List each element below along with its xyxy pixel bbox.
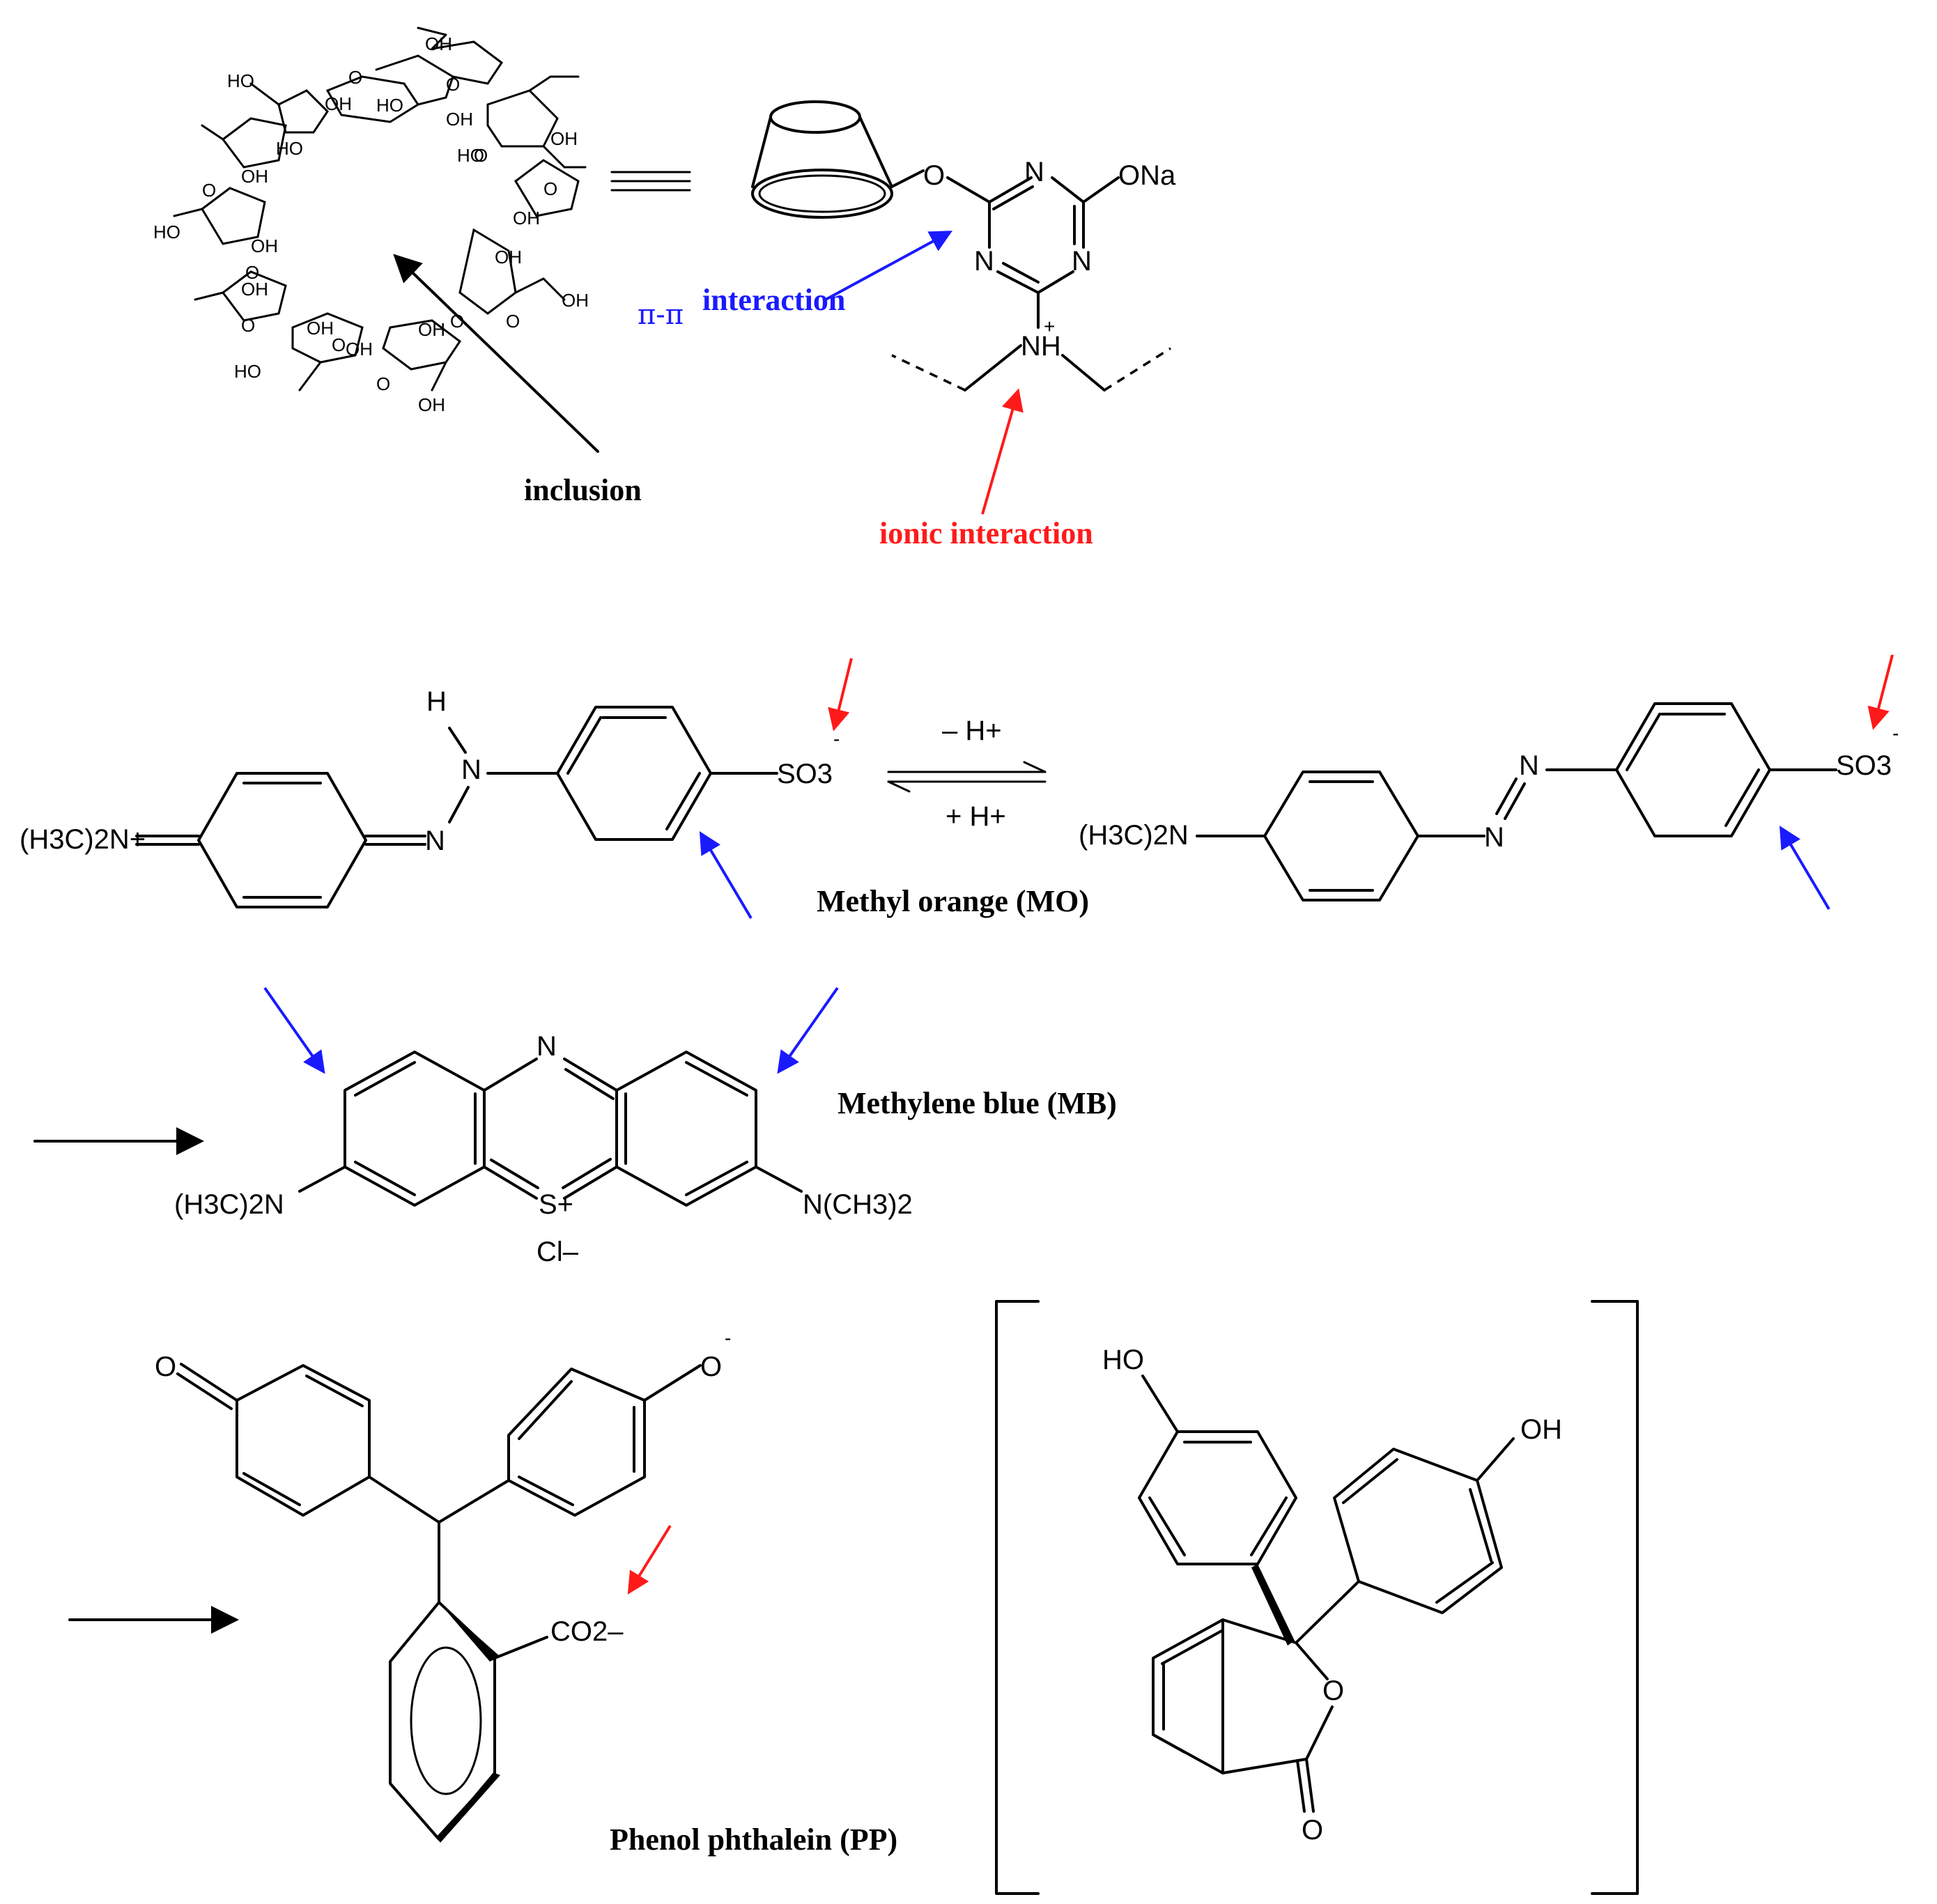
atom-label: OH (307, 318, 334, 339)
atom-label: (H3C)2N+ (20, 824, 146, 855)
atom-n: N (1072, 246, 1092, 277)
atom-label: HO (153, 222, 180, 242)
atom-h: H (426, 686, 447, 717)
phenolphthalein-lactone-structure: HO OH O O (1102, 1345, 1562, 1845)
atom-label: (H3C)2N (174, 1189, 284, 1220)
atom-label: OH (425, 33, 452, 54)
atom-label: O (450, 311, 464, 332)
inclusion-arrow (393, 254, 599, 453)
ionic-arrow-pp (627, 1524, 672, 1595)
cyclodextrin-cone (751, 100, 893, 219)
atom-label: OH (513, 208, 540, 229)
atom-label: O (376, 373, 390, 394)
atom-label: OH (241, 166, 268, 187)
atom-label: O (202, 180, 216, 201)
atom-label: OH (446, 109, 473, 130)
atom-label: OH (241, 279, 268, 300)
methyl-orange-azo: (H3C)2N N N SO3 - (1079, 702, 1899, 901)
atom-n: N (1519, 750, 1539, 781)
atom-n: N (537, 1031, 557, 1062)
charge-minus: - (1892, 722, 1899, 744)
bracket (995, 1300, 1639, 1895)
atom-n: N (461, 754, 481, 785)
atom-label: O (332, 334, 346, 355)
atom-label: O (506, 311, 520, 332)
mb-label: Methylene blue (MB) (838, 1086, 1117, 1120)
atom-label: O (474, 145, 488, 166)
pi-arrow-mb1 (263, 986, 325, 1074)
atom-o: O (1302, 1815, 1323, 1845)
atom-n: N (1024, 157, 1044, 187)
atom-label: OH (346, 339, 373, 359)
atom-label: N(CH3)2 (803, 1189, 913, 1220)
atom-label: HO (234, 361, 261, 382)
cyclodextrin-structure: OH HO O OH HO O OH HO O OH HO OH O O HO … (153, 26, 642, 507)
atom-ho: HO (1102, 1345, 1144, 1375)
atom-label: OH (418, 319, 445, 340)
pp-label: Phenol phthalein (PP) (610, 1822, 897, 1857)
interaction-label: interaction (702, 283, 845, 317)
pi-pi-symbol: π-π (638, 299, 684, 331)
atom-label: OH (562, 290, 589, 311)
atom-co2-minus: CO2– (550, 1616, 624, 1647)
atom-oh: OH (1520, 1414, 1562, 1445)
equivalence-symbol (610, 171, 691, 192)
cyclodextrin-labels: OH HO O OH HO O OH HO O OH HO OH O O HO … (153, 33, 589, 415)
atom-o: O (700, 1352, 722, 1382)
atom-label: HO (227, 70, 254, 91)
atom-o: O (155, 1352, 176, 1382)
charge-minus: - (833, 728, 840, 750)
ionic-label: ionic interaction (879, 516, 1093, 550)
equilibrium-arrows (887, 761, 1047, 793)
pi-arrow-mo1 (699, 831, 753, 920)
atom-label: OH (325, 93, 352, 114)
atom-label: HO (457, 145, 484, 166)
atom-cl-minus: Cl– (537, 1237, 579, 1267)
atom-n: N (1484, 822, 1504, 853)
ionic-arrow-mo1 (828, 658, 853, 732)
plus-h-label: + H+ (946, 801, 1006, 832)
ionic-arrow (981, 388, 1024, 515)
atom-o: O (1322, 1675, 1344, 1706)
atom-o: O (923, 160, 945, 191)
atom-label: HO (276, 138, 303, 159)
atom-label: (H3C)2N (1079, 820, 1189, 851)
atom-label: O (245, 262, 259, 283)
atom-label: O (543, 178, 557, 199)
atom-label: OH (418, 394, 445, 415)
charge-minus: - (725, 1327, 731, 1349)
atom-so3: SO3 (777, 759, 833, 789)
atom-ona: ONa (1118, 160, 1176, 191)
pi-arrow-mb2 (777, 986, 839, 1074)
atom-nh: NH (1021, 331, 1061, 362)
atom-n: N (974, 246, 994, 277)
pi-arrow-mo2 (1779, 826, 1830, 911)
mo-label: Methyl orange (MO) (817, 884, 1089, 918)
atom-n: N (425, 826, 445, 856)
triazine-structure: O N ONa N N NH + (890, 157, 1176, 392)
pi-pi-arrow (825, 231, 953, 301)
glucose-units (173, 26, 587, 392)
atom-label: O (446, 74, 460, 95)
atom-label: OH (495, 247, 522, 268)
methyl-orange-protonated: (H3C)2N+ N N H SO3 - (20, 686, 840, 908)
methylene-blue-structure: N S+ (H3C)2N N(CH3)2 Cl– (174, 1031, 913, 1267)
atom-s-plus: S+ (539, 1189, 573, 1220)
atom-label: OH (251, 235, 278, 256)
minus-h-label: – H+ (942, 715, 1002, 746)
atom-label: OH (550, 128, 578, 149)
phenolphthalein-open-structure: O O - CO2– (155, 1327, 731, 1843)
ionic-arrow-mo2 (1867, 654, 1894, 730)
atom-label: O (348, 67, 362, 88)
atom-label: O (241, 315, 255, 336)
atom-so3: SO3 (1836, 750, 1892, 781)
atom-label: HO (376, 95, 403, 116)
charge-plus: + (1044, 316, 1055, 337)
inclusion-label: inclusion (524, 473, 642, 507)
